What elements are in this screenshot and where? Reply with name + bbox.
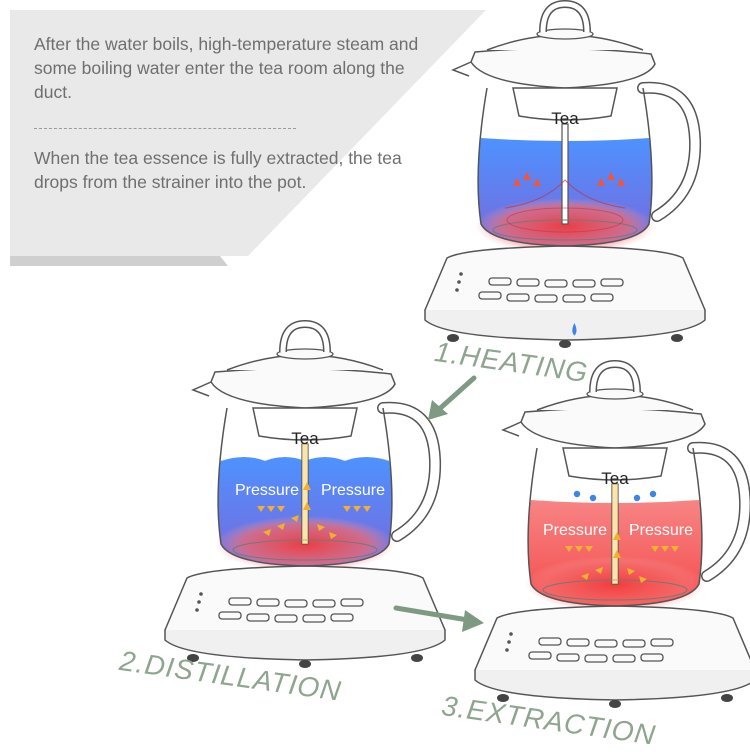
- tea-label: Tea: [601, 469, 629, 488]
- dashed-divider: [34, 128, 296, 129]
- tea-label: Tea: [551, 109, 579, 128]
- process-description: After the water boils, high-temperature …: [34, 34, 419, 102]
- pressure-label-left: Pressure: [235, 482, 299, 499]
- pressure-arrows: [257, 482, 371, 539]
- panel-background: [10, 10, 486, 266]
- steam-arrows: [513, 172, 625, 186]
- pressure-label-right: Pressure: [629, 522, 693, 539]
- pressure-label-right: Pressure: [321, 482, 385, 499]
- kettle-distillation: Pressure Pressure Tea: [165, 324, 445, 668]
- kettle-heating: Tea: [425, 4, 705, 348]
- description-panel: After the water boils, high-temperature …: [10, 10, 486, 266]
- kettle-extraction: Pressure Pressure Tea: [475, 323, 750, 708]
- flow-arrow-heating-to-distillation: [428, 375, 477, 420]
- pressure-arrows: [565, 532, 679, 583]
- extraction-description: When the tea essence is fully extracted,…: [34, 148, 402, 192]
- flow-arrow-distillation-to-extraction: [393, 605, 484, 632]
- tea-drops: [572, 323, 657, 502]
- tea-label: Tea: [291, 429, 319, 448]
- pressure-label-left: Pressure: [543, 522, 607, 539]
